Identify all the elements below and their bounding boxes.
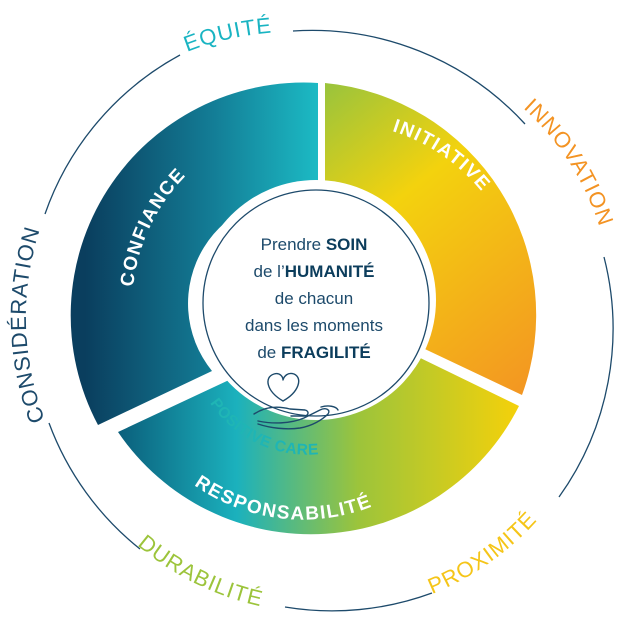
value-consideration: CONSIDÉRATION [6, 223, 50, 426]
segment-confiance [70, 82, 318, 425]
segment-responsabilite [118, 352, 519, 535]
center-disc [196, 180, 436, 420]
center-line-4: dans les moments [245, 316, 383, 335]
outer-ring-arc-bottom [284, 592, 433, 612]
center-line-1: Prendre SOIN [261, 235, 368, 254]
segment-initiative [325, 83, 537, 395]
center-ring [202, 189, 430, 417]
outer-ring-arc-bottom-left [48, 422, 141, 550]
outer-ring-arc-left [44, 54, 181, 215]
center-line-2: de l’HUMANITÉ [254, 262, 375, 281]
outer-ring-arc-right [558, 256, 614, 498]
center-line-3: de chacun [275, 289, 353, 308]
heart-hand-icon [253, 372, 339, 430]
value-proximite: PROXIMITÉ [424, 506, 541, 598]
value-durabilite: DURABILITÉ [134, 529, 266, 611]
value-equite: ÉQUITÉ [180, 13, 273, 57]
outer-ring-arc-top-right [292, 29, 526, 125]
value-innovation: INNOVATION [520, 93, 619, 229]
center-line-5: de FRAGILITÉ [257, 343, 370, 362]
outer-ring [44, 29, 614, 612]
